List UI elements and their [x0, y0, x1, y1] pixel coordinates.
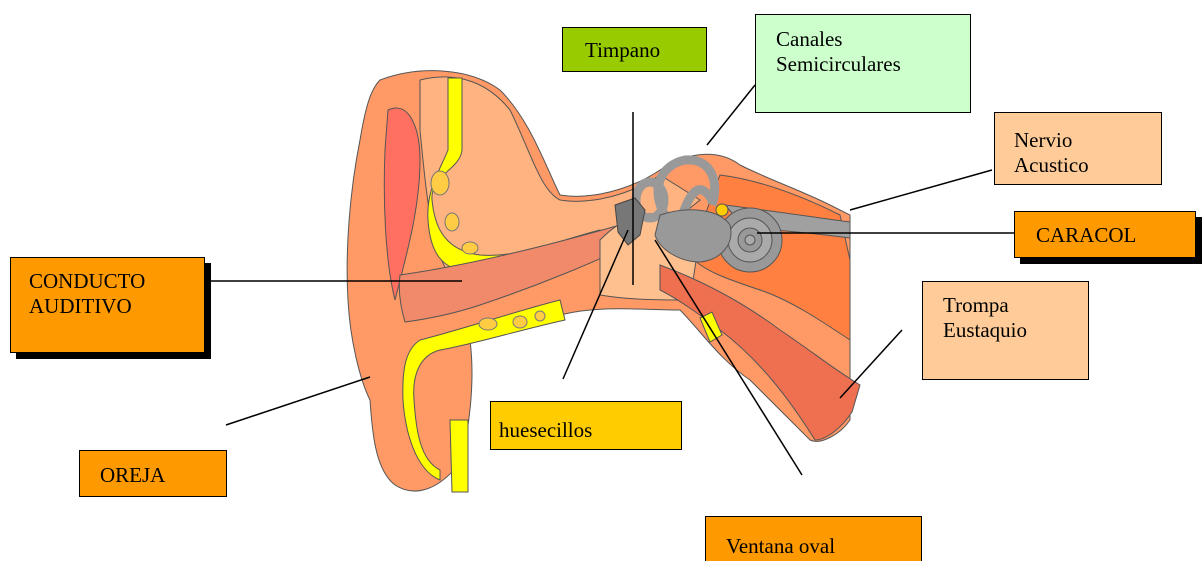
label-canales-semicirculares: Canales Semicirculares: [755, 14, 971, 113]
label-ventana-text: Ventana oval: [726, 534, 921, 559]
label-oreja: OREJA: [79, 450, 227, 497]
label-trompa-line2: Eustaquio: [943, 318, 1088, 343]
label-huesecillos: huesecillos: [490, 401, 682, 450]
label-ventana-oval: Ventana oval: [705, 516, 922, 561]
label-canales-line1: Canales: [776, 27, 970, 52]
cartilage-blob-5: [513, 316, 527, 328]
label-caracol: CARACOL: [1014, 211, 1196, 258]
label-timpano-text: Timpano: [585, 38, 706, 63]
label-nervio-acustico: Nervio Acustico: [994, 112, 1162, 185]
label-caracol-text: CARACOL: [1036, 223, 1195, 248]
cartilage-blob-1: [431, 171, 449, 195]
line-nervio: [850, 170, 992, 210]
label-conducto-line1: CONDUCTO: [29, 269, 204, 294]
line-oreja: [226, 377, 370, 425]
label-canales-line2: Semicirculares: [776, 52, 970, 77]
cartilage-blob-2: [445, 213, 459, 231]
cartilage-blob-4: [479, 318, 497, 330]
lobe-cartilage: [450, 420, 468, 492]
label-nervio-line1: Nervio: [1014, 128, 1161, 153]
cartilage-blob-6: [535, 311, 545, 321]
label-conducto-auditivo: CONDUCTO AUDITIVO: [10, 257, 205, 353]
oval-window-dot: [716, 204, 728, 216]
label-nervio-line2: Acustico: [1014, 153, 1161, 178]
cartilage-blob-3: [462, 242, 478, 254]
label-timpano: Timpano: [562, 27, 707, 72]
label-trompa-line1: Trompa: [943, 293, 1088, 318]
label-conducto-line2: AUDITIVO: [29, 294, 204, 319]
label-oreja-text: OREJA: [100, 463, 226, 488]
label-trompa-eustaquio: Trompa Eustaquio: [922, 281, 1089, 380]
label-huesecillos-text: huesecillos: [499, 418, 681, 443]
line-canales: [707, 85, 755, 145]
